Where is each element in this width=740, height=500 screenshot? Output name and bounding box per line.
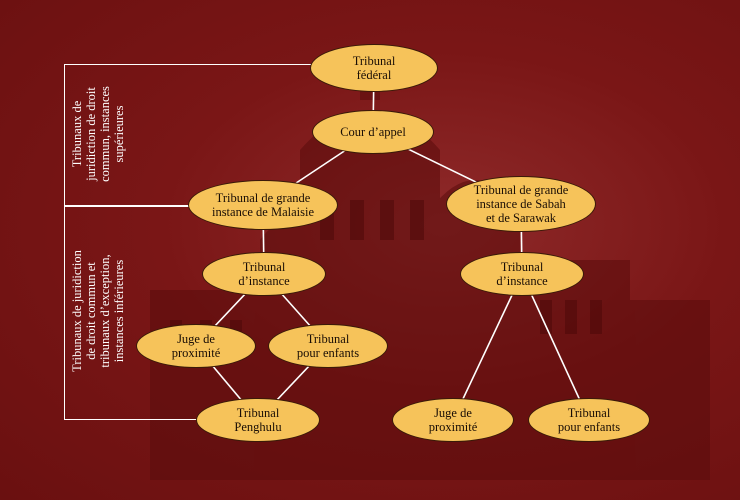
node-tribunal-instance-left: Tribunal d’instance <box>202 252 326 296</box>
node-tribunal-federal: Tribunal fédéral <box>310 44 438 92</box>
node-tribunal-instance-right: Tribunal d’instance <box>460 252 584 296</box>
node-tribunal-grande-instance-sabah-sarawak: Tribunal de grande instance de Sabah et … <box>446 176 596 232</box>
node-juge-proximite-right: Juge de proximité <box>392 398 514 442</box>
lower-instances-label: Tribunaux de juridiction de droit commun… <box>70 250 126 372</box>
connector-instance-right-to-enfants-right <box>521 273 590 421</box>
node-tribunal-enfants-right: Tribunal pour enfants <box>528 398 650 442</box>
node-tribunal-grande-instance-malaisie: Tribunal de grande instance de Malaisie <box>188 180 338 230</box>
lower-instances-bracket <box>64 205 197 420</box>
node-tribunal-enfants-left: Tribunal pour enfants <box>268 324 388 368</box>
node-juge-proximite-left: Juge de proximité <box>136 324 256 368</box>
connector-instance-right-to-juge-right <box>452 273 523 421</box>
upper-instances-label: Tribunaux de juridiction de droit commun… <box>70 86 126 182</box>
node-cour-appel: Cour d’appel <box>312 110 434 154</box>
node-tribunal-penghulu: Tribunal Penghulu <box>196 398 320 442</box>
